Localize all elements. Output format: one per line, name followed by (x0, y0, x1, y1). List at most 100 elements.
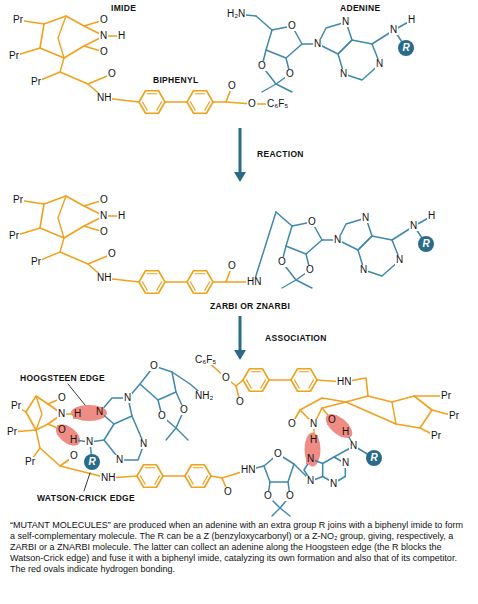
propyl-label: Pr (24, 457, 36, 467)
bond-line (195, 93, 205, 94)
bond-line (338, 40, 380, 80)
atom-label: HN (246, 277, 262, 287)
bond-line (205, 282, 210, 290)
atom-label: NH (96, 93, 112, 103)
reaction-arrow (239, 316, 242, 352)
atom-label: N (341, 17, 350, 27)
atom-label: N (333, 235, 342, 245)
bond-line (165, 101, 187, 103)
atom-label: O (223, 487, 233, 497)
molecule-group (276, 212, 432, 288)
propyl-label: Pr (8, 51, 20, 61)
atom-label: H (117, 31, 126, 41)
part-heading: ADENINE (339, 4, 381, 13)
bond-line (295, 380, 300, 388)
bond-line (139, 271, 165, 294)
bond-line (58, 196, 66, 238)
atom-label: O (99, 195, 109, 205)
atom-label: O (307, 217, 317, 227)
bond-line (36, 396, 42, 430)
bond-line (60, 72, 112, 84)
propyl-label: Pr (12, 195, 24, 205)
bond-line (143, 282, 148, 290)
bond-line (157, 282, 162, 290)
bond-line (68, 384, 85, 405)
bond-line (104, 416, 144, 460)
bond-line (165, 281, 187, 283)
bond-line (88, 264, 139, 282)
atom-label: O (227, 261, 237, 271)
propyl-label: Pr (30, 77, 42, 87)
atom-label: N (389, 25, 398, 35)
atom-label: O (179, 405, 189, 415)
atom-label: N (99, 31, 108, 41)
atom-label: O (285, 491, 295, 501)
propyl-label: Pr (30, 257, 42, 267)
molecule-group (14, 14, 412, 113)
atom-label: HN (336, 377, 352, 387)
atom-label: O (157, 411, 167, 421)
atom-label: H (309, 435, 318, 445)
atom-label: N (359, 265, 368, 275)
bond-line (272, 508, 290, 516)
atom-label: H (427, 211, 436, 221)
bond-line (157, 102, 162, 110)
bond-line (189, 476, 194, 484)
atom-label: N (341, 458, 350, 468)
atom-label: O (257, 61, 267, 71)
atom-label: O (327, 415, 337, 425)
atom-label: N (329, 479, 338, 489)
bond-line (147, 273, 157, 274)
atom-label: H (117, 211, 126, 221)
bond-line (269, 379, 291, 381)
atom-label: N (123, 393, 132, 403)
atom-label: O (69, 451, 79, 461)
bond-line (247, 380, 252, 388)
atom-label: N (95, 407, 104, 417)
atom-label: N (395, 255, 404, 265)
r-group-circle: R (398, 40, 414, 56)
propyl-label: Pr (448, 411, 460, 421)
bond-line (251, 371, 261, 372)
figure-caption: “MUTANT MOLECULES” are produced when an … (10, 520, 468, 575)
bond-line (282, 280, 312, 288)
bond-line (254, 212, 276, 282)
part-heading: WATSON-CRICK EDGE (36, 494, 136, 503)
bond-line (26, 396, 48, 430)
atom-label: N (306, 476, 315, 486)
atom-label: N (349, 441, 358, 451)
bond-line (203, 476, 208, 484)
r-group-circle: R (366, 450, 382, 466)
atom-label: O (221, 373, 231, 383)
atom-label: N (309, 419, 318, 429)
atom-label: N (85, 437, 94, 447)
atom-label: NH (96, 273, 112, 283)
atom-label: O (273, 449, 283, 459)
bond-line (193, 467, 203, 468)
atom-label: O (57, 425, 67, 435)
bond-line (84, 473, 90, 491)
hydrogen-bond-oval (52, 420, 84, 450)
r-group-letter: R (402, 43, 409, 53)
propyl-label: Pr (6, 427, 18, 437)
atom-label: HN (240, 465, 256, 475)
atom-label: N (306, 454, 315, 464)
atom-label: N (375, 59, 384, 69)
bond-line (139, 91, 165, 114)
bond-line (299, 371, 309, 372)
atom-label: O (263, 491, 273, 501)
atom-label: N (361, 213, 370, 223)
atom-label: NH₂ (194, 391, 214, 401)
r-group-letter: R (422, 239, 429, 249)
propyl-label: Pr (440, 391, 452, 401)
bond-line (309, 380, 314, 388)
atom-label: O (305, 265, 315, 275)
r-group-circle: R (84, 454, 100, 470)
bond-line (256, 16, 272, 30)
bond-line (143, 102, 148, 110)
bond-line (187, 91, 213, 114)
r-group-letter: R (370, 453, 377, 463)
bond-line (300, 396, 432, 428)
bond-line (163, 475, 185, 477)
